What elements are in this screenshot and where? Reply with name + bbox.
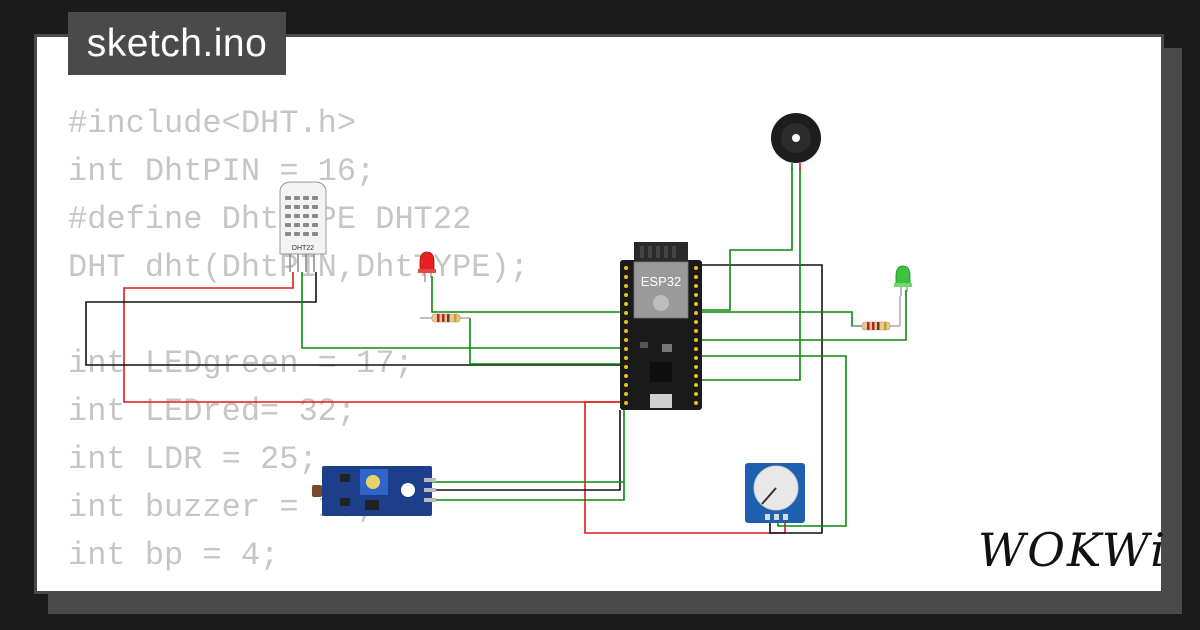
wire-green-res-red	[469, 318, 624, 365]
dht22-sensor[interactable]: DHT22	[279, 181, 327, 272]
buzzer[interactable]	[771, 113, 821, 170]
ldr-module[interactable]	[312, 466, 436, 516]
code-line: int LEDgreen = 17;	[68, 345, 414, 382]
wire-green-pot	[700, 355, 847, 527]
code-line: #define DhtTYPE DHT22	[68, 201, 472, 238]
file-tab-sketch[interactable]: sketch.ino	[68, 12, 286, 75]
wire-green-ldr	[430, 380, 625, 501]
wire-black-esp-right	[700, 264, 823, 534]
resistor-green-led	[852, 296, 901, 331]
wire-black-ldr	[430, 410, 621, 491]
code-line: int LEDred= 32;	[68, 393, 357, 430]
wire-black-dht	[85, 272, 624, 366]
code-line: int DhtPIN = 16;	[68, 153, 376, 190]
esp32-board[interactable]: ESP32	[620, 242, 702, 410]
code-line: int bp = 4;	[68, 537, 280, 574]
resistor-red-led	[420, 313, 470, 323]
potentiometer[interactable]	[745, 463, 805, 523]
code-editor: #include<DHT.h> int DhtPIN = 16; #define…	[68, 100, 529, 580]
wire-red-pot	[584, 401, 786, 534]
wire-green-buzzer-2	[700, 168, 801, 381]
red-led[interactable]	[418, 251, 436, 282]
code-line: int LDR = 25;	[68, 441, 318, 478]
code-line: int buzzer = 15;	[68, 489, 376, 526]
code-line: #include<DHT.h>	[68, 105, 357, 142]
wire-green-ledgreen	[700, 311, 870, 327]
wire-red-dht	[123, 272, 624, 403]
green-led[interactable]	[894, 265, 912, 296]
wire-green-ledred	[431, 276, 624, 313]
esp32-label: ESP32	[641, 274, 681, 289]
wokwi-logo: WOKWi	[978, 523, 1167, 577]
wire-green-ledgreen-2	[700, 290, 907, 341]
code-line: DHT dht(DhtPIN,DhtTYPE);	[68, 249, 529, 286]
wire-green-dht	[301, 272, 624, 349]
dht-label: DHT22	[292, 245, 314, 252]
wire-green-buzzer-1	[700, 168, 793, 311]
